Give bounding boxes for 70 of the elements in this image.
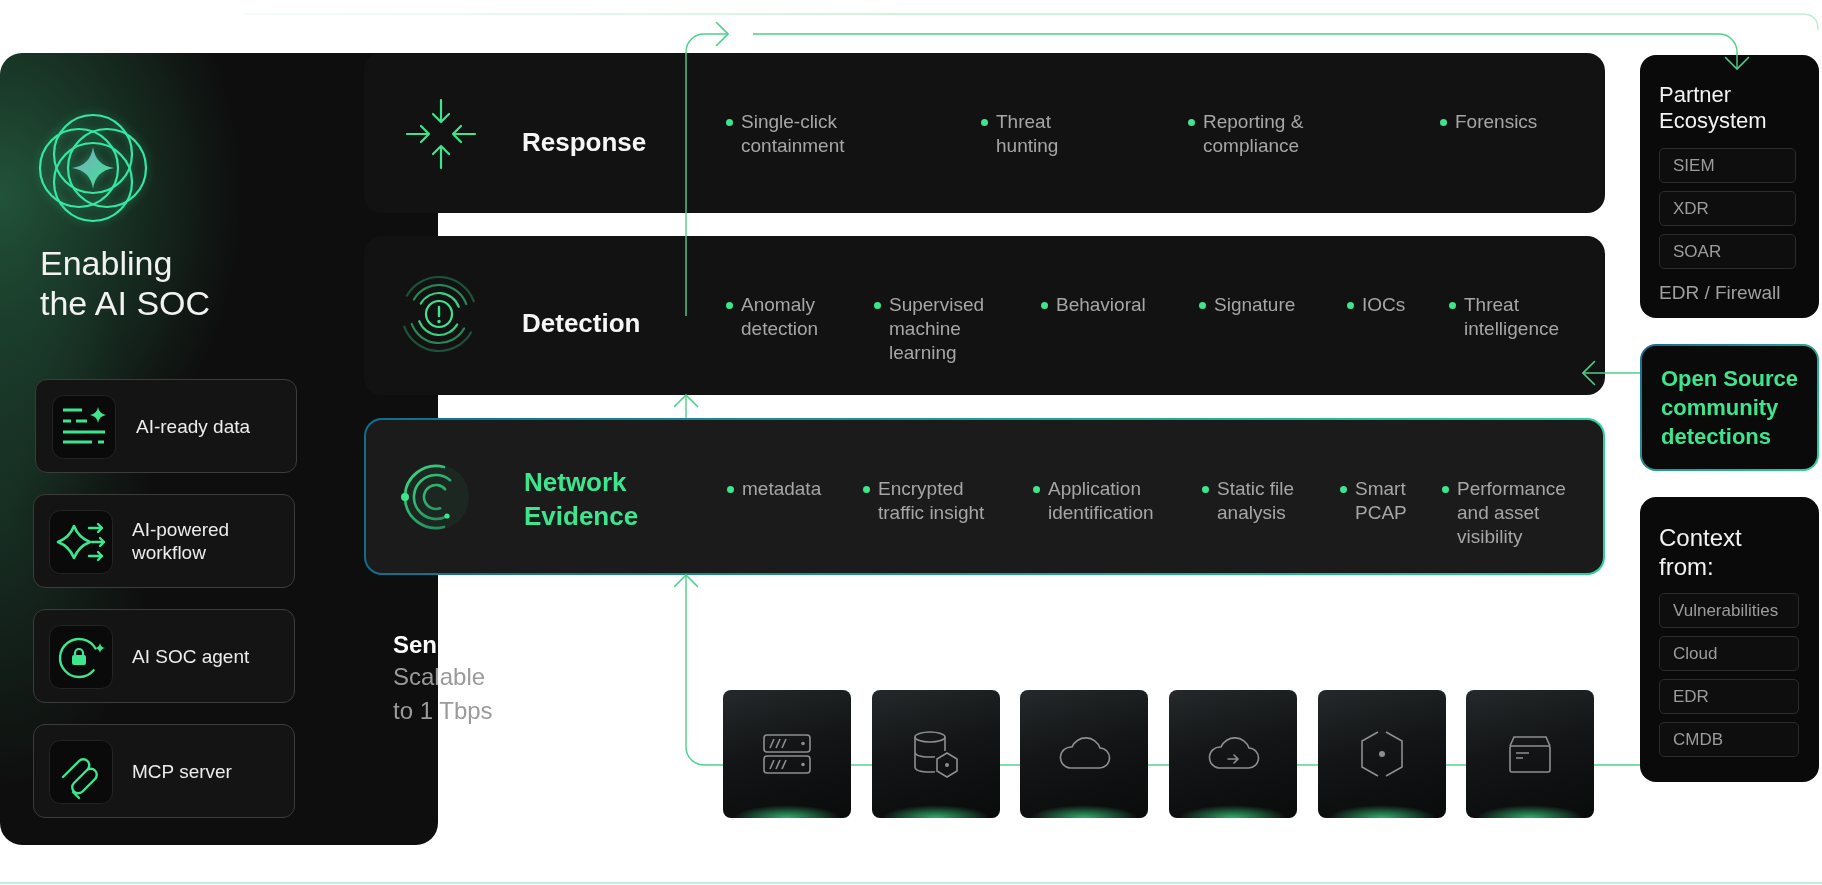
side-panel <box>1640 344 1819 471</box>
feature-item: Anomaly detection <box>741 293 820 341</box>
data-source-tile <box>1020 690 1148 818</box>
card-label: AI SOC agent <box>132 644 250 668</box>
feature-item: Supervised machine learning <box>889 293 986 365</box>
integration-chip <box>1659 679 1799 714</box>
integration-chip <box>1659 593 1799 628</box>
feature-item: Forensics <box>1455 110 1538 134</box>
feature-item: Threat intelligence <box>1464 293 1561 341</box>
layer-title: Detection <box>522 307 641 340</box>
arrow <box>1582 360 1641 386</box>
connector-line <box>850 764 873 766</box>
connector-line <box>1296 764 1319 766</box>
layer-panel <box>364 53 1605 213</box>
feature-card <box>35 379 297 473</box>
feature-item: Behavioral <box>1056 293 1146 317</box>
panel-note: EDR / Firewall <box>1659 281 1781 305</box>
feature-card <box>33 609 295 703</box>
arrow <box>673 394 699 419</box>
layer-title: Response <box>522 126 647 159</box>
feature-item: Single-click containment <box>741 110 846 158</box>
data-source-tile <box>723 690 851 818</box>
panel-heading: Context from: <box>1659 523 1743 581</box>
integration-chip <box>1659 722 1799 757</box>
feature-item: Encrypted traffic insight <box>878 477 986 525</box>
panel-heading: Partner Ecosystem <box>1659 82 1768 134</box>
chip-label: EDR <box>1673 686 1709 707</box>
data-source-tile <box>872 690 1000 818</box>
arrow <box>685 21 729 317</box>
integration-chip <box>1659 148 1796 183</box>
connector-line <box>999 764 1021 766</box>
chip-label: XDR <box>1673 198 1709 219</box>
feature-item: Performance and asset visibility <box>1457 477 1567 549</box>
arrow <box>673 574 724 766</box>
integration-chip <box>1659 234 1796 269</box>
feature-item: Smart PCAP <box>1355 477 1408 525</box>
connector-line <box>1445 764 1467 766</box>
card-label: AI-ready data <box>136 414 251 438</box>
feature-card <box>33 724 295 818</box>
panel-heading: Open Source community detections <box>1661 365 1799 451</box>
integration-chip <box>1659 636 1799 671</box>
feature-item: Signature <box>1214 293 1296 317</box>
layer-panel <box>364 236 1605 395</box>
side-panel <box>1640 55 1819 318</box>
panel-title: Enabling the AI SOC <box>40 243 212 323</box>
side-panel <box>1640 497 1819 782</box>
chip-label: SIEM <box>1673 155 1715 176</box>
chip-label: SOAR <box>1673 241 1722 262</box>
data-source-tile <box>1466 690 1594 818</box>
chip-label: Vulnerabilities <box>1673 600 1779 621</box>
layer-panel <box>364 418 1605 575</box>
feature-card <box>33 494 295 588</box>
data-source-tile <box>1169 690 1297 818</box>
connector-line <box>1147 764 1170 766</box>
integration-chip <box>1659 191 1796 226</box>
section-heading: Sen <box>393 630 437 660</box>
feature-item: Reporting & compliance <box>1203 110 1305 158</box>
arrow <box>752 33 1750 70</box>
card-label: MCP server <box>132 759 232 783</box>
connector-line <box>1593 764 1641 766</box>
data-source-tile <box>1318 690 1446 818</box>
feature-item: metadata <box>742 477 822 501</box>
card-label: AI-powered workflow <box>132 518 231 564</box>
feature-item: Static file analysis <box>1217 477 1296 525</box>
chip-label: Cloud <box>1673 643 1718 664</box>
feature-item: Application identification <box>1048 477 1155 525</box>
chip-label: CMDB <box>1673 729 1724 750</box>
feature-item: IOCs <box>1362 293 1406 317</box>
layer-title: Network Evidence <box>524 466 640 533</box>
feature-item: Threat hunting <box>996 110 1060 158</box>
